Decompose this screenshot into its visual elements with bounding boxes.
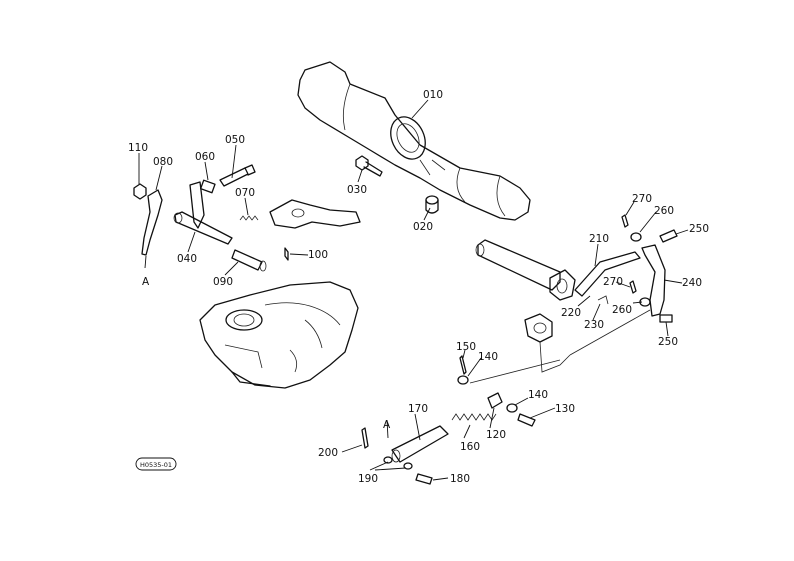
bolt-030: [355, 155, 383, 177]
callout-270-upper: 270: [632, 193, 652, 205]
callout-210: 210: [589, 233, 609, 245]
bushing-020: [425, 195, 439, 214]
reference-mark-a-lower: A: [383, 419, 391, 431]
callout-labels: 010 020 030 040 050 060 070 080 090 100 …: [128, 89, 709, 485]
callout-270-lower: 270: [603, 276, 623, 288]
callout-260-upper: 260: [654, 205, 674, 217]
callout-150: 150: [456, 341, 476, 353]
callout-020: 020: [413, 221, 433, 233]
callout-240: 240: [682, 277, 702, 289]
callout-030: 030: [347, 184, 367, 196]
callout-190: 190: [358, 473, 378, 485]
drawing-code-text: H0535-01: [140, 461, 172, 469]
callout-080: 080: [153, 156, 173, 168]
callout-200: 200: [318, 447, 338, 459]
callout-130: 130: [555, 403, 575, 415]
shift-lever-assembly: [133, 164, 361, 272]
transmission-case: [199, 281, 359, 389]
callout-250-upper: 250: [689, 223, 709, 235]
brake-rod-assembly: [361, 313, 571, 485]
brake-cross-shaft-assembly: [475, 214, 678, 356]
callout-010: 010: [423, 89, 443, 101]
callout-170: 170: [408, 403, 428, 415]
callout-040: 040: [177, 253, 197, 265]
callout-140-upper: 140: [478, 351, 498, 363]
callout-140-lower: 140: [528, 389, 548, 401]
callout-110: 110: [128, 142, 148, 154]
callout-100: 100: [308, 249, 328, 261]
callout-070: 070: [235, 187, 255, 199]
callout-160: 160: [460, 441, 480, 453]
callout-220: 220: [561, 307, 581, 319]
axle-housing-tube: [297, 61, 531, 221]
callout-260-lower: 260: [612, 304, 632, 316]
drawing-code-badge: H0535-01: [135, 457, 177, 471]
leader-lines: [138, 99, 689, 481]
callout-180: 180: [450, 473, 470, 485]
reference-mark-a-upper: A: [142, 276, 150, 288]
callout-250-lower: 250: [658, 336, 678, 348]
callout-050: 050: [225, 134, 245, 146]
callout-060: 060: [195, 151, 215, 163]
callout-120: 120: [486, 429, 506, 441]
callout-090: 090: [213, 276, 233, 288]
callout-230: 230: [584, 319, 604, 331]
